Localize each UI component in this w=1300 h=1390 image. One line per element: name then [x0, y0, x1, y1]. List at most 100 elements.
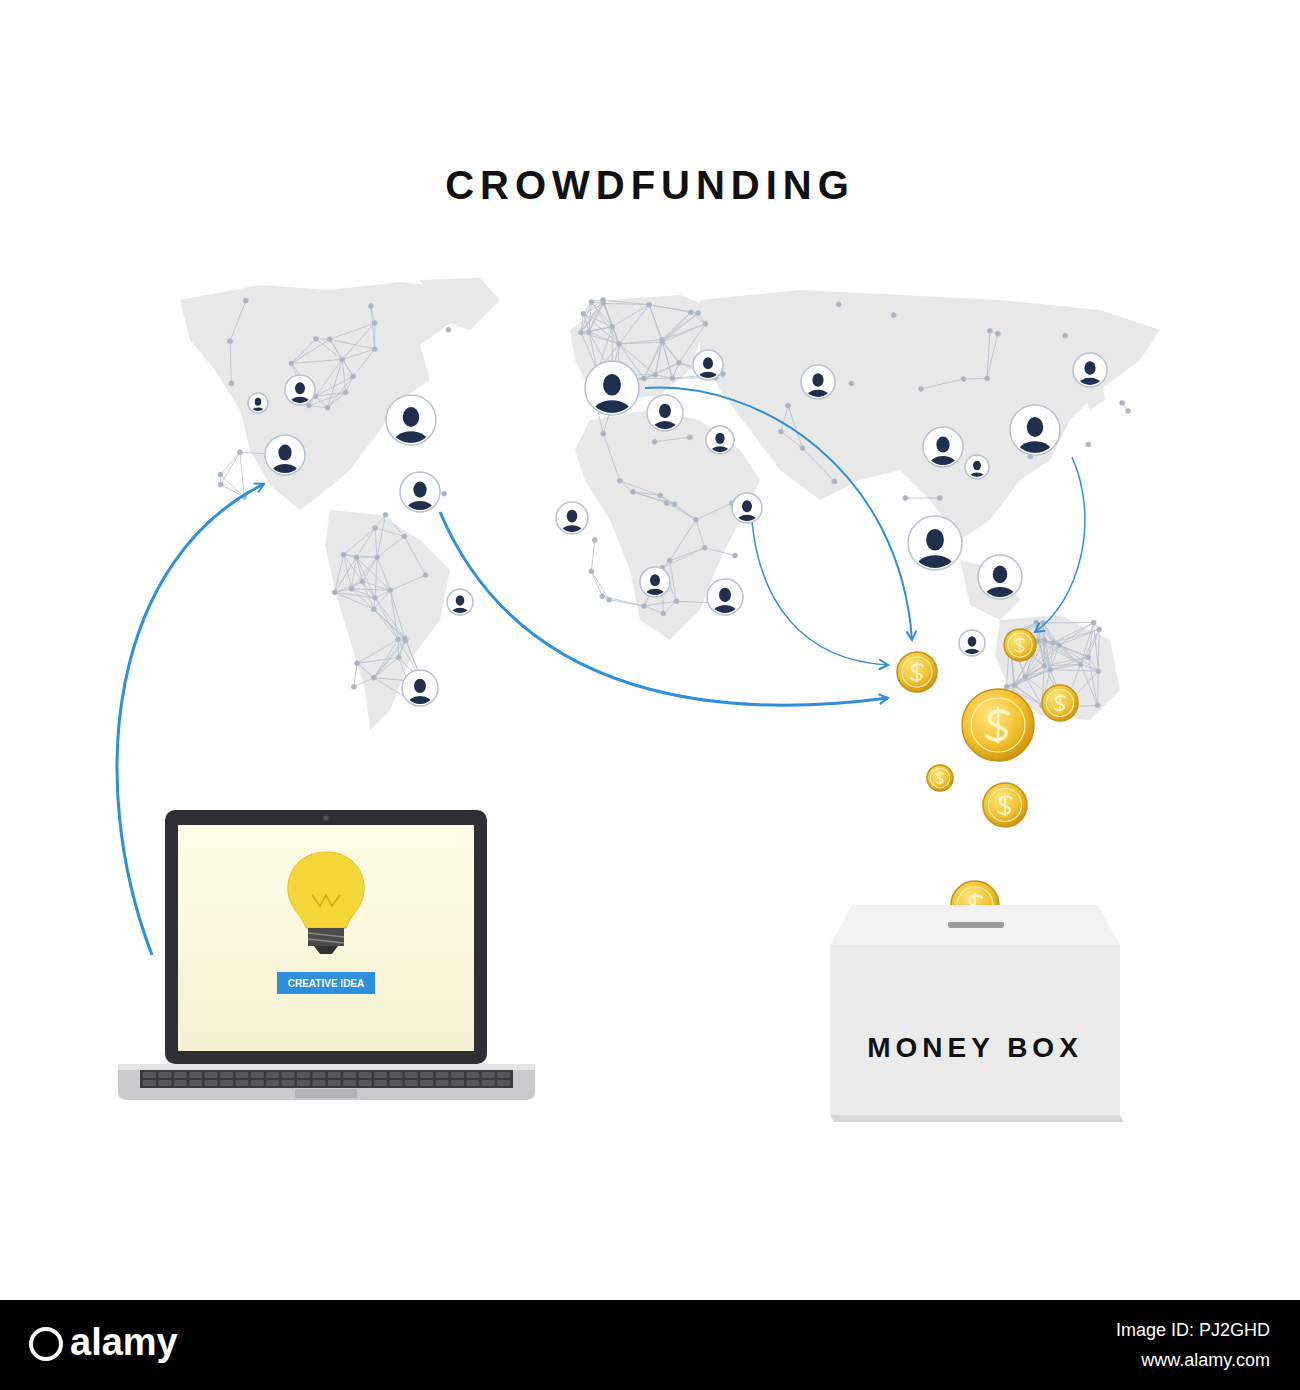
network-line — [1059, 645, 1081, 664]
network-line — [315, 359, 342, 396]
network-dot — [836, 302, 841, 307]
network-line — [377, 536, 404, 557]
network-line — [230, 341, 231, 383]
network-dot — [442, 491, 447, 496]
network-dot — [617, 341, 622, 346]
shape — [736, 515, 758, 530]
network-line — [662, 313, 698, 342]
network-dot — [687, 435, 692, 440]
network-line — [603, 300, 649, 305]
shape — [567, 510, 578, 523]
shape — [719, 588, 731, 602]
network-line — [662, 312, 690, 342]
network-line — [589, 300, 603, 332]
network-line — [781, 406, 788, 432]
network-line — [315, 376, 353, 396]
key — [282, 1072, 295, 1078]
network-dot — [937, 495, 942, 500]
network-dot — [672, 502, 677, 507]
network-dot — [237, 450, 242, 455]
network-dot — [340, 357, 345, 362]
network-line — [240, 452, 244, 497]
network-line — [583, 314, 619, 344]
shape — [456, 595, 465, 605]
network-dot — [660, 340, 665, 345]
image-id: Image ID: PJ2GHD — [1116, 1320, 1270, 1341]
network-line — [612, 305, 649, 327]
coin — [983, 783, 1027, 827]
key — [436, 1072, 449, 1078]
network-line — [374, 609, 405, 638]
avatar-silhouette — [929, 437, 958, 476]
shape — [993, 566, 1008, 584]
network-dot — [1048, 667, 1053, 672]
network-dot — [670, 376, 675, 381]
key — [466, 1072, 479, 1078]
dollar-sign — [916, 662, 917, 682]
network-line — [666, 503, 695, 520]
key — [158, 1080, 171, 1086]
network-dot — [1091, 620, 1096, 625]
network-line — [602, 596, 644, 606]
dollar-sign — [940, 771, 941, 784]
network-dot — [218, 472, 223, 477]
network-dot — [918, 386, 923, 391]
network-dot — [652, 439, 657, 444]
network-line — [404, 536, 425, 575]
network-line — [649, 305, 662, 343]
key — [312, 1072, 325, 1078]
key — [328, 1080, 341, 1086]
network-dot — [1004, 684, 1009, 689]
shape — [593, 400, 632, 427]
dollar-sign — [1019, 637, 1020, 653]
network-dot — [243, 298, 248, 303]
network-dot — [653, 372, 658, 377]
key — [374, 1080, 387, 1086]
key — [220, 1072, 233, 1078]
network-line — [581, 327, 612, 333]
network-line — [662, 340, 672, 379]
avatar-silhouette — [289, 382, 311, 412]
coin-rim — [989, 789, 1022, 822]
network-line — [705, 548, 735, 556]
network-line — [344, 528, 375, 555]
network-line — [1059, 623, 1094, 646]
avatar-silhouette — [712, 588, 738, 623]
avatar-silhouette — [271, 445, 300, 484]
network-dot — [371, 607, 376, 612]
avatar-silhouette — [710, 433, 730, 461]
network-line — [655, 437, 690, 442]
key — [158, 1072, 171, 1078]
network-line — [374, 323, 375, 349]
key — [189, 1080, 202, 1086]
network-dot — [1096, 669, 1101, 674]
network-line — [1038, 641, 1081, 664]
network-line — [220, 452, 240, 474]
network-line — [390, 575, 425, 590]
key — [451, 1080, 464, 1086]
network-line — [1025, 677, 1042, 706]
network-line — [291, 339, 315, 364]
network-line — [356, 528, 375, 557]
network-line — [1045, 640, 1089, 657]
watermark-logo: alamy — [70, 1321, 178, 1364]
network-line — [581, 302, 591, 332]
network-line — [1014, 670, 1050, 686]
shape — [984, 587, 1016, 609]
shape — [715, 433, 724, 444]
shape — [916, 555, 955, 582]
coin — [927, 765, 953, 791]
key — [235, 1080, 248, 1086]
network-dot — [1051, 640, 1056, 645]
network-dot — [658, 493, 663, 498]
network-line — [649, 305, 691, 313]
avatar-silhouette — [451, 595, 470, 621]
network-dot — [1063, 333, 1068, 338]
network-dot — [351, 374, 356, 379]
key — [451, 1072, 464, 1078]
network-dot — [592, 538, 597, 543]
node-text: CREATIVE IDEA — [288, 978, 365, 989]
network-dot — [832, 479, 837, 484]
network-dot — [218, 482, 223, 487]
key — [359, 1080, 372, 1086]
